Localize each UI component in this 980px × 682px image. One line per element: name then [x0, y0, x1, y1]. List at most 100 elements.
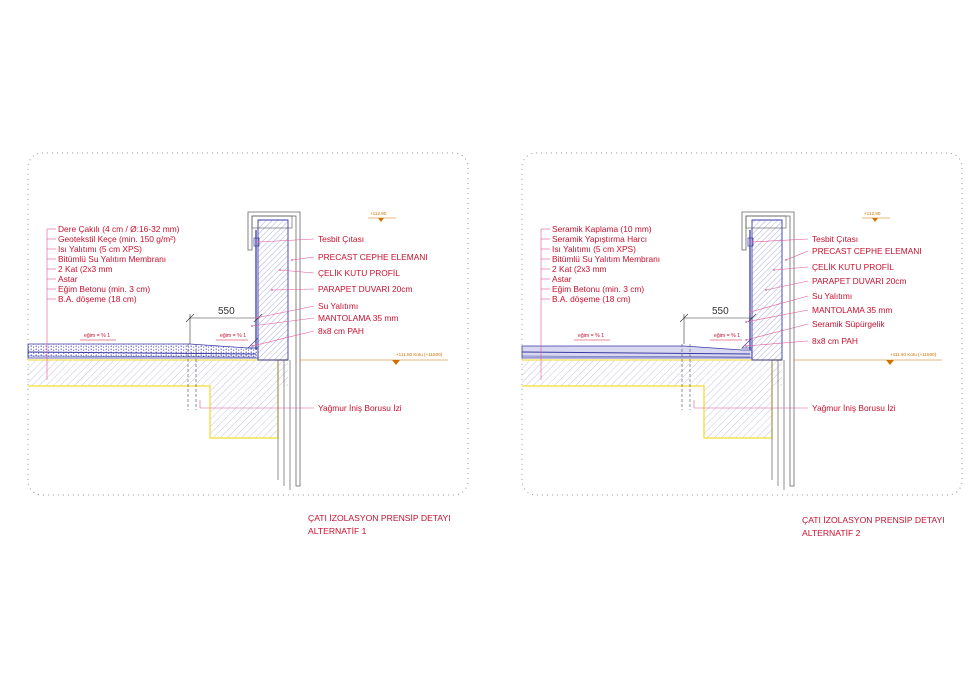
- callout-dot-2: [291, 259, 293, 261]
- layer-label-8: B.A. döşeme (18 cm): [552, 294, 631, 304]
- layer-label-2: Seramik Yapıştırma Harcı: [552, 234, 647, 244]
- slope-left-label: eğim = % 1: [84, 333, 110, 339]
- callout-label-2: PRECAST CEPHE ELEMANI: [318, 252, 428, 262]
- dimension-tick-left: [185, 313, 195, 323]
- callout-label-4: PARAPET DUVARI 20cm: [812, 276, 906, 286]
- layer-label-2: Geotekstil Keçe (min. 150 g/m²): [58, 234, 176, 244]
- callout-label-8: 8x8 cm PAH: [812, 336, 858, 346]
- membrane-line: [27, 351, 257, 355]
- callout-label-1: Tesbit Çıtası: [318, 234, 364, 244]
- callout-leader-1: [751, 238, 809, 243]
- concrete-beam: [704, 386, 772, 438]
- callout-label-7: 8x8 cm PAH: [318, 326, 364, 336]
- callout-leader-4: [271, 288, 315, 291]
- layer-label-7: Eğim Betonu (min. 3 cm): [552, 284, 644, 294]
- detail-title-line-2: ALTERNATİF 2: [802, 528, 861, 538]
- layer-label-8: B.A. döşeme (18 cm): [58, 294, 137, 304]
- dimension-tick-right: [253, 313, 263, 323]
- detail-alt-2: 550 eğim = % 1 eğim = % 1 +112.90 +111.50 Ko…: [521, 152, 963, 538]
- slope-right-label: eğim = % 1: [220, 333, 246, 339]
- steel-box-profile: [251, 215, 293, 229]
- callout-label-2: PRECAST CEPHE ELEMANI: [812, 246, 922, 256]
- callout-dot-8: [745, 345, 747, 347]
- layer-label-6: Astar: [58, 274, 78, 284]
- elevation-slab-label: +111.50 Kotu (+11500): [890, 352, 937, 357]
- callout-dot-3: [279, 269, 281, 271]
- layer-label-4: Bitümlü Su Yalıtım Membranı: [552, 254, 660, 264]
- dimension-value: 550: [218, 306, 235, 317]
- callout-dot-7: [251, 345, 253, 347]
- primer-line: [27, 355, 257, 358]
- dimension-tick-left: [679, 313, 689, 323]
- callout-dot-1: [257, 241, 259, 243]
- layer-label-3: Isı Yalıtımı (5 cm XPS): [552, 244, 636, 254]
- callout-leader-8: [745, 340, 809, 347]
- membrane-line: [521, 351, 751, 355]
- layer-label-5: 2 Kat (2x3 mm: [58, 264, 112, 274]
- detail-title-line-1: ÇATI İZOLASYON PRENSİP DETAYI: [802, 515, 945, 525]
- callout-leader-7: [745, 323, 809, 341]
- layer-label-4: Bitümlü Su Yalıtım Membranı: [58, 254, 166, 264]
- callout-label-3: ÇELİK KUTU PROFİL: [318, 268, 400, 278]
- callout-dot-4: [271, 289, 273, 291]
- layer-label-7: Eğim Betonu (min. 3 cm): [58, 284, 150, 294]
- callout-label-1: Tesbit Çıtası: [812, 234, 858, 244]
- dimension-tick-right: [747, 313, 757, 323]
- callout-leader-6: [745, 309, 809, 323]
- elevation-top-marker: [872, 218, 878, 222]
- primer-line: [521, 355, 751, 358]
- callout-leader-7: [251, 330, 315, 347]
- drain-label: Yağmur İniş Borusu İzi: [318, 403, 402, 413]
- elevation-top-label: +112.90: [864, 211, 881, 216]
- callout-leader-3: [279, 269, 315, 274]
- layer-label-1: Seramik Kaplama (10 mm): [552, 224, 652, 234]
- callout-leader-4: [765, 280, 809, 291]
- elevation-top-marker: [378, 218, 384, 222]
- callout-leader-5: [749, 295, 809, 313]
- callout-dot-5: [749, 311, 751, 313]
- elevation-top-label: +112.90: [370, 211, 387, 216]
- slope-left-label: eğim = % 1: [578, 333, 604, 339]
- layer-label-1: Dere Çakılı (4 cm / Ø:16-32 mm): [58, 224, 180, 234]
- drain-label: Yağmur İniş Borusu İzi: [812, 403, 896, 413]
- callout-label-5: Su Yalıtımı: [318, 301, 358, 311]
- callout-dot-6: [745, 321, 747, 323]
- elevation-slab-label: +111.50 Kotu (+11500): [396, 352, 443, 357]
- callout-dot-4: [765, 289, 767, 291]
- dimension-value: 550: [712, 306, 729, 317]
- callout-dot-2: [785, 259, 787, 261]
- concrete-slab: [522, 360, 782, 386]
- callout-dot-7: [745, 339, 747, 341]
- elevation-slab-marker: [392, 360, 400, 365]
- callout-label-5: Su Yalıtımı: [812, 291, 852, 301]
- concrete-slab: [28, 360, 288, 386]
- concrete-beam: [210, 386, 278, 438]
- steel-box-profile: [745, 215, 787, 229]
- callout-label-4: PARAPET DUVARI 20cm: [318, 284, 412, 294]
- callout-leader-6: [251, 317, 315, 327]
- elevation-slab-marker: [886, 360, 894, 365]
- detail-alt-1: 550 eğim = % 1 eğim = % 1 +112.90 +111.50 Ko…: [27, 152, 469, 536]
- callout-label-6: MANTOLAMA 35 mm: [318, 313, 398, 323]
- detail-frame: [521, 152, 963, 496]
- callout-label-7: Seramik Süpürgelik: [812, 319, 885, 329]
- fillet-pah: [247, 337, 259, 349]
- callout-leader-3: [773, 266, 809, 271]
- layer-label-3: Isı Yalıtımı (5 cm XPS): [58, 244, 142, 254]
- callout-leader-2: [291, 256, 315, 261]
- callout-dot-6: [251, 325, 253, 327]
- detail-title-line-1: ÇATI İZOLASYON PRENSİP DETAYI: [308, 513, 451, 523]
- callout-label-6: MANTOLAMA 35 mm: [812, 305, 892, 315]
- callout-leader-2: [785, 250, 809, 261]
- slope-right-label: eğim = % 1: [714, 333, 740, 339]
- callout-leader-1: [257, 238, 315, 243]
- layer-label-6: Astar: [552, 274, 572, 284]
- detail-title-line-2: ALTERNATİF 1: [308, 526, 367, 536]
- callout-dot-1: [751, 241, 753, 243]
- precast-element: [247, 211, 301, 487]
- callout-leader-5: [255, 305, 315, 319]
- detail-frame: [27, 152, 469, 496]
- callout-dot-5: [255, 317, 257, 319]
- callout-label-3: ÇELİK KUTU PROFİL: [812, 262, 894, 272]
